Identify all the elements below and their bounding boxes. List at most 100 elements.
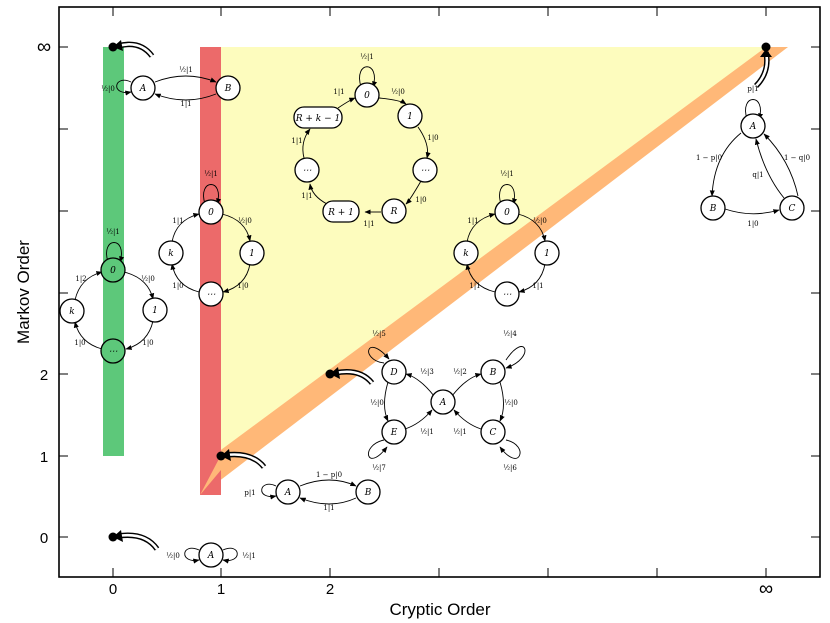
svg-text:½|5: ½|5 [372, 330, 386, 338]
svg-text:1|0: 1|0 [74, 339, 85, 347]
diagram-top-right: A B C p|1 1 − p|0 1|0 1 − q|0 q|1 [696, 85, 810, 228]
red-bar-foot [200, 455, 221, 495]
svg-text:0: 0 [504, 208, 510, 218]
y-tick-2: 2 [40, 367, 48, 384]
svg-text:1 − p|0: 1 − p|0 [316, 471, 342, 479]
svg-text:R: R [390, 207, 398, 217]
svg-text:½|1: ½|1 [204, 170, 218, 178]
svg-text:R + k − 1: R + k − 1 [295, 114, 340, 124]
svg-text:½|3: ½|3 [420, 368, 434, 376]
state-a: A [139, 84, 147, 94]
svg-text:½|0: ½|0 [533, 217, 547, 225]
svg-text:½|0: ½|0 [504, 399, 518, 407]
diagram-top-left: A B ½|0 ½|1 1|1 [101, 66, 241, 108]
diagram-orange-cycle: 0 1 ⋯ k ½|1 ½|0 1|1 1|1 1|1 [453, 170, 560, 307]
svg-text:1|1: 1|1 [323, 504, 334, 512]
svg-text:1|0: 1|0 [427, 134, 438, 142]
svg-text:½|1: ½|1 [420, 428, 434, 436]
svg-text:1|1: 1|1 [301, 192, 312, 200]
pointer-origin [108, 530, 160, 551]
svg-text:½|0: ½|0 [391, 88, 405, 96]
pointer-bottom-red [216, 449, 267, 469]
x-tick-infinity: ∞ [759, 578, 773, 600]
svg-text:½|1: ½|1 [453, 428, 467, 436]
pointers [108, 40, 772, 551]
svg-text:0: 0 [208, 208, 214, 218]
y-ticks [59, 46, 820, 538]
svg-text:1: 1 [152, 306, 158, 316]
svg-text:½|4: ½|4 [503, 330, 517, 338]
svg-text:½|1: ½|1 [242, 552, 256, 560]
svg-text:A: A [207, 551, 215, 561]
svg-text:½|0: ½|0 [101, 85, 115, 93]
svg-text:½|6: ½|6 [503, 464, 517, 472]
svg-text:1|0: 1|0 [237, 282, 248, 290]
svg-text:½|0: ½|0 [166, 552, 180, 560]
svg-text:½|1: ½|1 [179, 66, 193, 74]
svg-text:1|1: 1|1 [180, 100, 191, 108]
svg-text:⋯: ⋯ [421, 166, 430, 176]
diagram-bottom-ab: A B p|1 1 − p|0 1|1 [244, 471, 381, 512]
svg-text:B: B [364, 488, 372, 498]
svg-text:1|0: 1|0 [415, 196, 426, 204]
y-axis-title: Markov Order [14, 240, 33, 344]
svg-text:⋯: ⋯ [303, 166, 312, 176]
svg-text:A: A [749, 122, 757, 132]
svg-text:p|1: p|1 [747, 85, 758, 93]
diagram-left-cycle: 0 1 ⋯ k ½|1 ½|0 1|0 1|0 1|2 [59, 228, 168, 364]
svg-text:0: 0 [364, 91, 370, 101]
y-tick-infinity: ∞ [37, 36, 51, 58]
svg-text:⋯: ⋯ [503, 290, 512, 300]
svg-text:k: k [69, 307, 74, 317]
pointer-top-left [108, 40, 155, 58]
svg-text:½|1: ½|1 [106, 228, 120, 236]
orange-diagonal-region [201, 47, 788, 495]
svg-text:½|0: ½|0 [370, 399, 384, 407]
svg-text:1: 1 [249, 249, 255, 259]
svg-text:B: B [489, 368, 497, 378]
svg-text:1|1: 1|1 [467, 217, 478, 225]
svg-text:p|1: p|1 [244, 489, 255, 497]
x-tick-2: 2 [326, 581, 334, 598]
svg-text:1|0: 1|0 [747, 220, 758, 228]
svg-text:1|0: 1|0 [142, 339, 153, 347]
y-tick-1: 1 [40, 449, 48, 466]
svg-text:1|1: 1|1 [469, 282, 480, 290]
y-tick-0: 0 [40, 530, 48, 547]
svg-text:½|1: ½|1 [360, 53, 374, 61]
svg-text:A: A [439, 398, 447, 408]
svg-text:E: E [390, 428, 398, 438]
diagram-red-cycle: 0 1 ⋯ k ½|1 ½|0 1|0 1|0 1|1 [158, 170, 265, 307]
svg-text:k: k [463, 249, 468, 259]
svg-text:½|0: ½|0 [141, 275, 155, 283]
svg-text:⋯: ⋯ [109, 347, 118, 357]
red-bar-region [200, 47, 221, 495]
svg-text:1|1: 1|1 [363, 220, 374, 228]
pointer-mid [325, 367, 375, 385]
svg-text:½|2: ½|2 [453, 368, 467, 376]
svg-text:0: 0 [110, 266, 116, 276]
svg-text:R + 1: R + 1 [327, 208, 354, 218]
svg-text:½|0: ½|0 [238, 217, 252, 225]
x-axis-title: Cryptic Order [389, 600, 490, 619]
svg-text:½|1: ½|1 [500, 170, 514, 178]
svg-text:C: C [789, 204, 796, 214]
svg-text:C: C [490, 428, 497, 438]
x-tick-1: 1 [217, 581, 225, 598]
svg-text:1|1: 1|1 [532, 282, 543, 290]
svg-text:1|0: 1|0 [172, 282, 183, 290]
svg-text:½|7: ½|7 [372, 464, 386, 472]
svg-text:1|1: 1|1 [172, 217, 183, 225]
pointer-top-right [753, 42, 772, 88]
green-bar-region [103, 47, 124, 456]
x-tick-0: 0 [109, 581, 117, 598]
svg-text:1: 1 [544, 249, 550, 259]
svg-text:1 − q|0: 1 − q|0 [784, 154, 810, 162]
diagram-ring: 0 1 ⋯ R R + 1 ⋯ R + k − 1 ½|1 ½|0 1|0 1|… [291, 53, 438, 228]
svg-text:q|1: q|1 [752, 171, 763, 179]
svg-text:k: k [168, 249, 173, 259]
diagram-bottom-single: A ½|0 ½|1 [166, 542, 256, 568]
svg-text:A: A [284, 488, 292, 498]
svg-text:1 − p|0: 1 − p|0 [696, 154, 722, 162]
